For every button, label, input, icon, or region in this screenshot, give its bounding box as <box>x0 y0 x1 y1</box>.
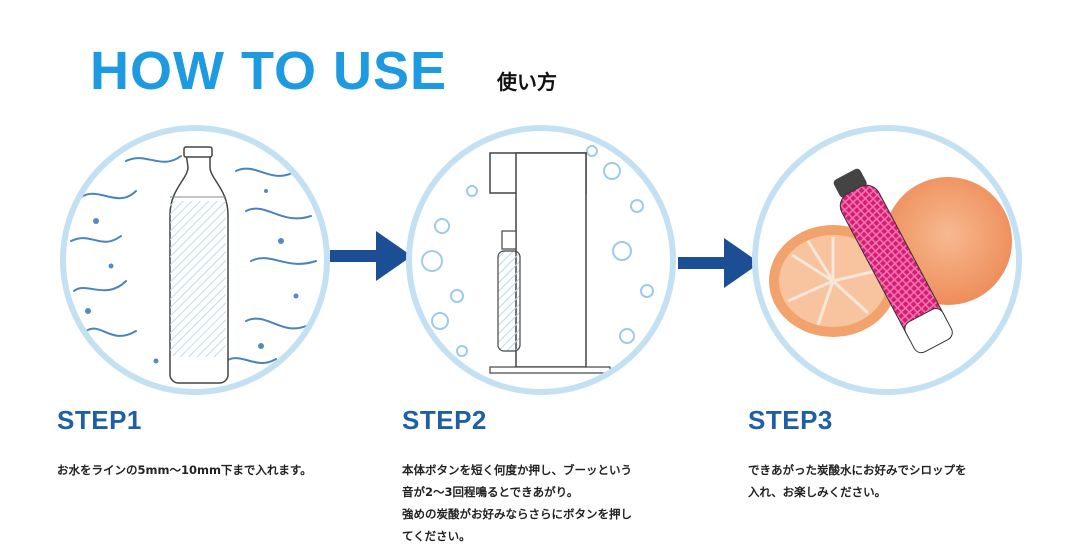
step2-description-line: 本体ボタンを短く何度か押し、ブーッという <box>402 463 632 477</box>
step3-description-line: できあがった炭酸水にお好みでシロップを <box>748 463 967 477</box>
step3-description: できあがった炭酸水にお好みでシロップを 入れ、お楽しみください。 <box>748 459 967 503</box>
step3-description-line: 入れ、お楽しみください。 <box>748 485 887 499</box>
step1-illustration <box>60 125 330 395</box>
bottle-water-icon <box>70 146 317 384</box>
step2-description-line: 音が2〜3回程鳴るとできあがり。 <box>402 485 579 499</box>
page-subtitle: 使い方 <box>497 70 557 94</box>
step2-illustration <box>406 125 676 395</box>
arrow-right-icon <box>330 231 412 281</box>
step2-label: STEP2 <box>402 405 487 435</box>
step2-description-line: 強めの炭酸がお好みならさらにボタンを押し <box>402 507 632 521</box>
soda-maker-icon <box>421 145 654 374</box>
step3-illustration <box>752 125 1022 395</box>
orange-bottle-icon <box>769 168 1012 354</box>
step2-description: 本体ボタンを短く何度か押し、ブーッという 音が2〜3回程鳴るとできあがり。 強め… <box>402 459 632 547</box>
step1-description-line: お水をラインの5mm〜10mm下まで入れます。 <box>57 463 312 477</box>
step2-description-line: てください。 <box>402 529 471 543</box>
step1-label: STEP1 <box>57 405 142 435</box>
page-title: HOW TO USE <box>90 41 448 101</box>
arrow-right-icon <box>678 238 760 288</box>
step1-description: お水をラインの5mm〜10mm下まで入れます。 <box>57 459 312 481</box>
step3-label: STEP3 <box>748 405 833 435</box>
